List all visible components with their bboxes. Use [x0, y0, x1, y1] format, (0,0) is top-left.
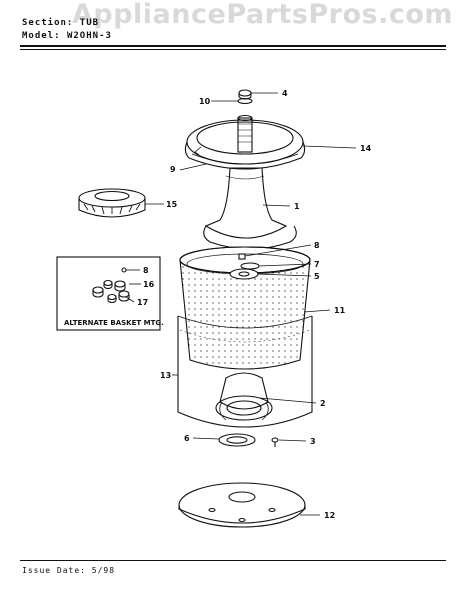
header-rule-thick: [20, 45, 446, 47]
callout-14: 14: [360, 144, 372, 153]
part-2-housing: [215, 372, 273, 421]
part-3-screw: [271, 437, 279, 447]
part-1-agitator: [203, 167, 297, 250]
callout-3: 3: [310, 437, 316, 446]
part-6-gasket: [218, 433, 256, 447]
footer-rule: [20, 560, 446, 561]
watermark: AppliancePartsPros.com: [72, 0, 454, 30]
part-8-bolt: [238, 253, 246, 260]
part-14-balance-ring: [184, 119, 306, 170]
part-12-bottom-plate: [178, 482, 306, 528]
header-rule-thin: [20, 49, 446, 50]
callout-4: 4: [282, 89, 288, 98]
part-7-washer: [240, 262, 260, 270]
callout-8: 8: [314, 241, 320, 250]
callout-2: 2: [320, 399, 326, 408]
section-line: Section: TUB: [22, 18, 99, 28]
callout-17: 17: [137, 298, 148, 307]
issue-date: Issue Date: 5/98: [22, 566, 116, 575]
callout-5: 5: [314, 272, 320, 281]
section-value: TUB: [79, 18, 100, 28]
callouts: 4 10 14 9 1 15 8 7 5 11 13 2 6 3 12 8 16…: [64, 89, 372, 520]
callout-8-inset: 8: [143, 266, 149, 275]
callout-13: 13: [160, 371, 171, 380]
part-5-hub: [229, 268, 259, 280]
callout-16: 16: [143, 280, 155, 289]
callout-12: 12: [324, 511, 335, 520]
callout-15: 15: [166, 200, 178, 209]
callout-7: 7: [314, 260, 320, 269]
leader-lines: [125, 92, 357, 516]
callout-6: 6: [184, 434, 190, 443]
inset-parts: [92, 267, 130, 304]
model-value: W2OHN-3: [66, 31, 112, 41]
inset-alternate-basket: [56, 256, 161, 331]
callout-9: 9: [170, 165, 176, 174]
agitator-shaft: [237, 114, 253, 153]
callout-1: 1: [294, 202, 300, 211]
callout-11: 11: [334, 306, 346, 315]
model-label: Model:: [22, 31, 61, 41]
section-label: Section:: [22, 18, 74, 28]
part-4-nut: [238, 89, 252, 100]
part-15-cap: [78, 188, 146, 218]
model-line: Model: W2OHN-3: [22, 31, 112, 41]
inset-caption: ALTERNATE BASKET MTG.: [64, 319, 164, 327]
part-11-basket: [179, 246, 311, 370]
part-13-outer-tub: [177, 315, 313, 428]
callout-10: 10: [199, 97, 211, 106]
